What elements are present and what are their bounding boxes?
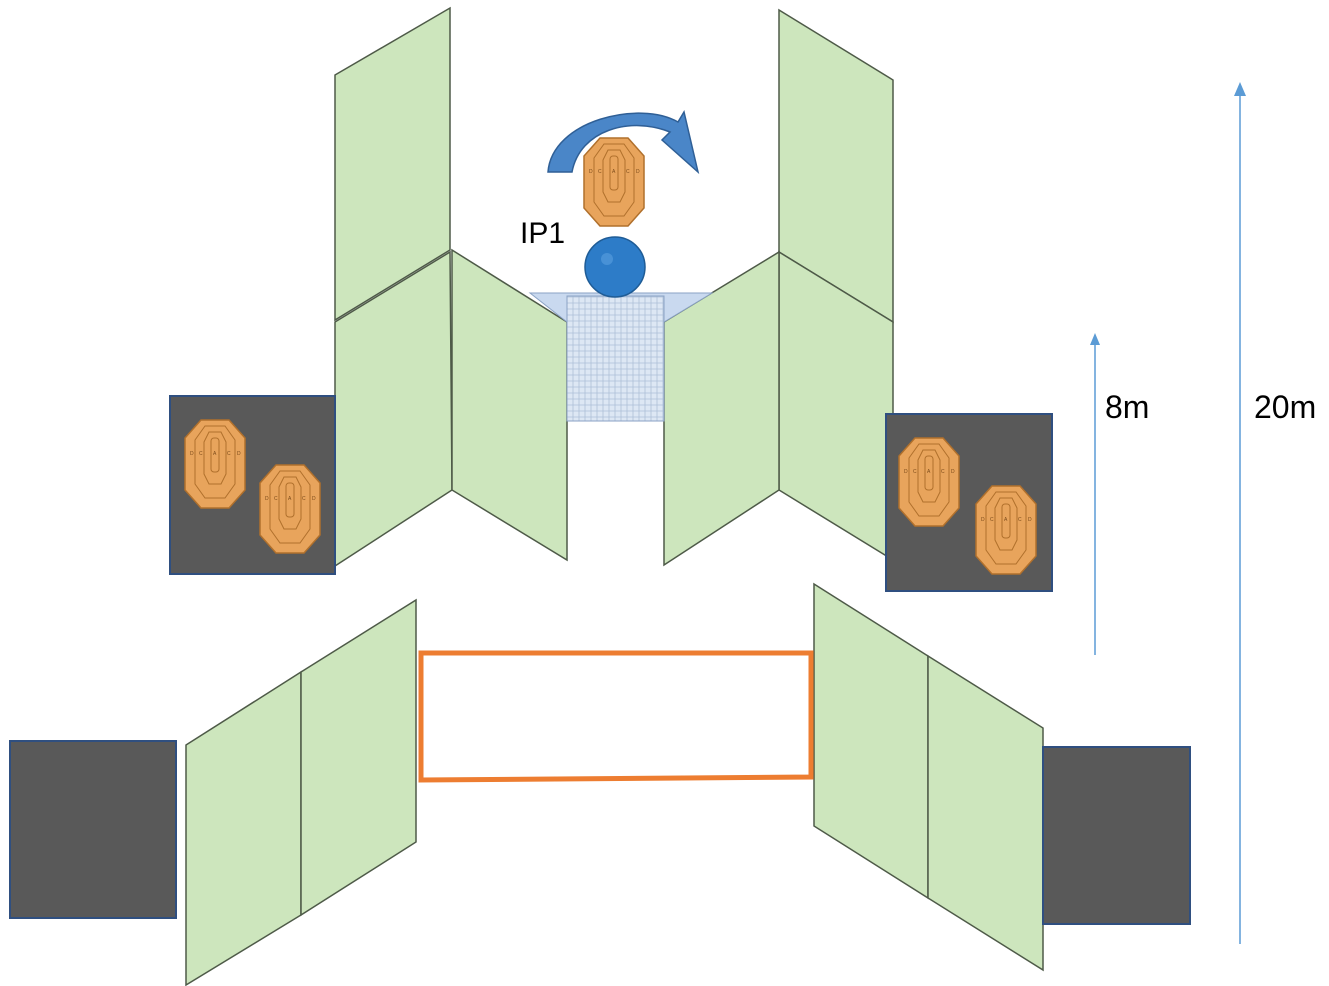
ipsc-target — [583, 137, 645, 227]
wall-panel — [300, 598, 417, 917]
wall-panel — [663, 250, 780, 567]
target-box — [1042, 746, 1191, 925]
upper-right-walls — [663, 8, 894, 567]
target-box — [9, 740, 177, 919]
upper-left-walls — [334, 6, 568, 568]
steel-plate — [584, 236, 646, 298]
distance-8m-label: 8m — [1105, 389, 1149, 425]
wall-panel — [927, 654, 1044, 972]
wall-panel — [334, 6, 451, 322]
distance-8m-arrow — [1090, 333, 1100, 655]
turn-arrow-icon — [547, 110, 700, 175]
mesh-barrier — [566, 295, 665, 422]
ipsc-target — [259, 464, 321, 554]
distance-20m-arrow — [1234, 82, 1246, 944]
ipsc-target — [975, 485, 1037, 575]
ipsc-target — [898, 437, 960, 527]
lower-left-walls — [185, 598, 417, 986]
ip1-label: IP1 — [520, 217, 565, 250]
wall-panel — [185, 670, 302, 986]
distance-20m-label: 20m — [1254, 389, 1316, 425]
ipsc-target — [184, 419, 246, 509]
wall-panel — [451, 248, 568, 562]
lower-right-walls — [813, 582, 1044, 972]
wall-panel — [813, 582, 929, 900]
shooting-start-box — [418, 650, 814, 783]
